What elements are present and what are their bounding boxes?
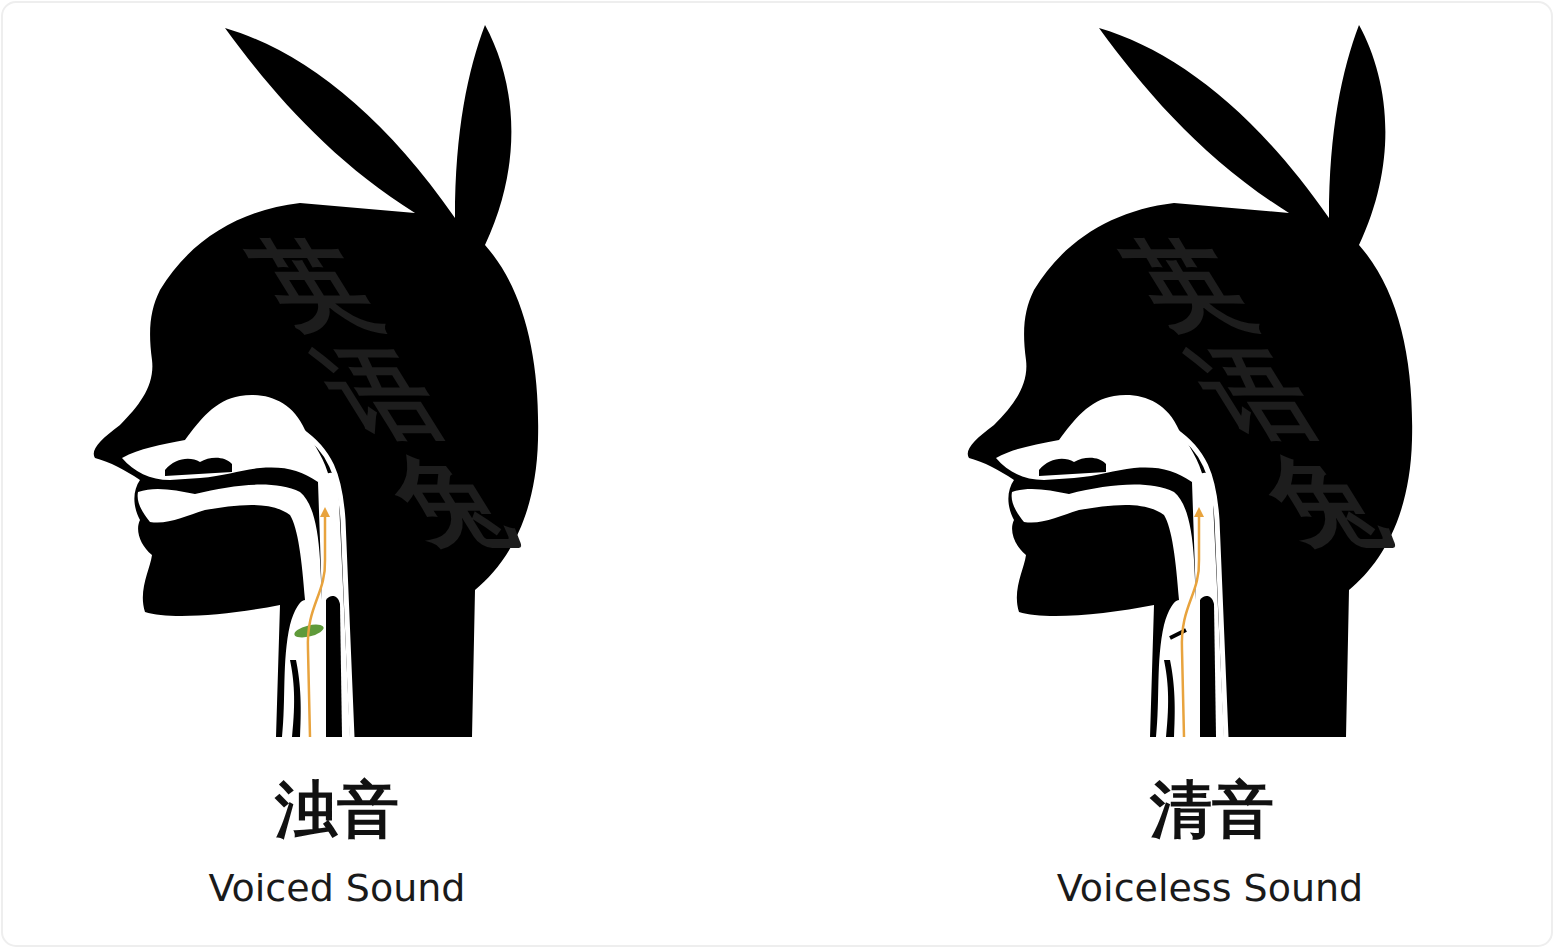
sound-type-title: 浊音 xyxy=(275,776,399,844)
sound-type-subtitle: Voiceless Sound xyxy=(1057,866,1363,912)
sound-type-title: 清音 xyxy=(1150,776,1274,844)
sound-type-subtitle: Voiced Sound xyxy=(209,866,466,912)
